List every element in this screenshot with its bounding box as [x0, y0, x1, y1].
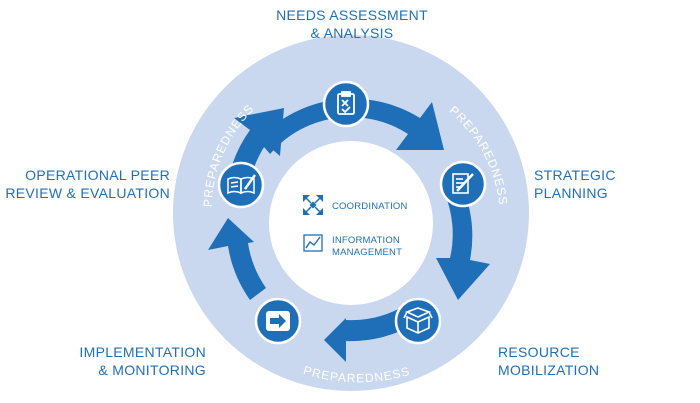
- node-needs-assessment: [322, 80, 370, 128]
- document-pen-icon: [452, 173, 474, 194]
- open-book-pen-icon: [227, 174, 256, 195]
- coordination-label: COORDINATION: [332, 201, 408, 212]
- label-needs-assessment: NEEDS ASSESSMENT & ANALYSIS: [276, 7, 428, 41]
- node-peer-review: [217, 161, 265, 209]
- open-box-icon: [403, 307, 433, 334]
- coordination-group: COORDINATION: [303, 195, 408, 215]
- node-strategic-planning: [439, 160, 487, 208]
- label-implementation-monitoring: IMPLEMENTATION & MONITORING: [79, 344, 206, 378]
- label-strategic-planning: STRATEGIC PLANNING: [534, 167, 616, 201]
- ring-segment-needs-to-strategic: [258, 98, 444, 154]
- label-resource-mobilization: RESOURCE MOBILIZATION: [498, 344, 600, 378]
- information-label-line1: INFORMATION: [332, 235, 400, 246]
- information-label-line2: MANAGEMENT: [332, 247, 402, 258]
- arrow-right-icon: [266, 311, 290, 331]
- node-resource-mobilization: [394, 297, 442, 345]
- ring-segment-strategic-to-resource: [436, 186, 490, 300]
- node-implementation-monitoring: [254, 297, 302, 345]
- ring-segment-implementation-to-review: [208, 218, 266, 300]
- arrow-ring: [208, 98, 490, 362]
- ring-segment-resource-to-implementation: [324, 306, 418, 362]
- information-management-group: INFORMATION MANAGEMENT: [303, 234, 402, 258]
- chart-icon: [303, 234, 323, 252]
- center-circle: [269, 141, 433, 305]
- label-peer-review: OPERATIONAL PEER REVIEW & EVALUATION: [5, 167, 170, 201]
- clipboard-checklist-icon: [337, 91, 355, 115]
- coordination-icon: [303, 195, 323, 215]
